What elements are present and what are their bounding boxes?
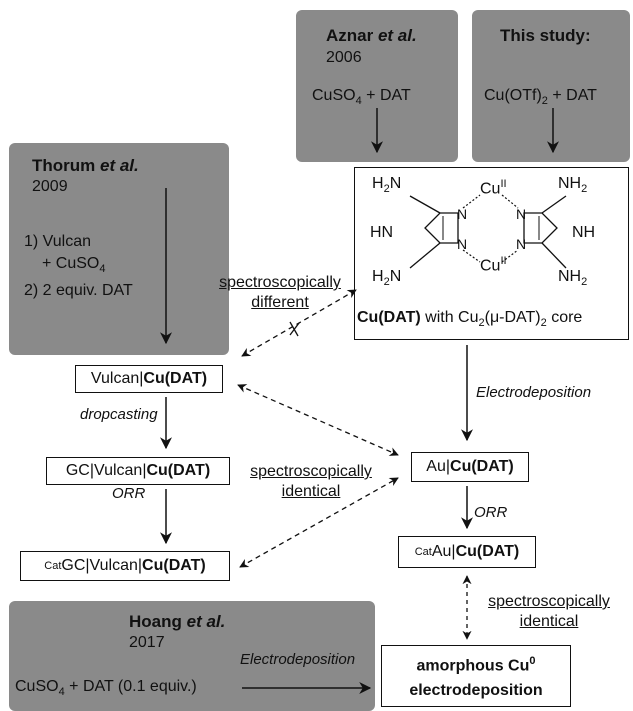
aznar-author: Aznar et al.	[326, 26, 417, 45]
label-electrodeposition-1: Electrodeposition	[476, 384, 592, 401]
nh-right: NH	[572, 224, 596, 241]
nh2-bottom-right: NH2	[558, 268, 588, 289]
n-label-1: N	[457, 206, 468, 222]
cu-top: CuII	[480, 178, 507, 198]
h2n-top-left: H2N	[372, 175, 402, 196]
hn-left: HN	[370, 224, 394, 241]
this-study-title: This study:	[500, 26, 591, 45]
dashed-arrow-catgc-au	[239, 477, 399, 568]
this-study-reagents: Cu(OTf)2 + DAT	[484, 87, 597, 108]
label-dropcasting: dropcasting	[80, 406, 158, 423]
thorum-step1b: + CuSO4	[42, 255, 106, 276]
cu-dat-complex-box	[354, 167, 629, 340]
node-gc-vulcan-cudat: GC|Vulcan|Cu(DAT)	[46, 457, 230, 485]
node-vulcan-cudat: Vulcan|Cu(DAT)	[75, 365, 223, 393]
aznar-reagents: CuSO4 + DAT	[312, 87, 411, 108]
label-orr-2: ORR	[474, 504, 508, 521]
relation-identical-2: spectroscopically identical	[488, 593, 610, 630]
label-orr-1: ORR	[112, 485, 146, 502]
nh2-top-right: NH2	[558, 175, 588, 196]
node-amorphous-cu0: amorphous Cu0 electrodeposition	[381, 645, 571, 707]
triazole-ring-left	[424, 212, 459, 244]
thorum-year: 2009	[32, 178, 68, 195]
complex-caption: Cu(DAT) with Cu2(μ-DAT)2 core	[357, 309, 583, 330]
thorum-step1: 1) Vulcan	[24, 233, 91, 250]
hoang-year: 2017	[129, 634, 165, 651]
cross-mark-b	[289, 322, 300, 336]
n-label-2: N	[457, 236, 468, 252]
h2n-bottom-left: H2N	[372, 268, 402, 289]
hoang-panel	[9, 601, 375, 711]
hoang-author: Hoang et al.	[129, 612, 226, 631]
thorum-author: Thorum et al.	[32, 156, 139, 175]
this-study-panel	[472, 10, 630, 162]
label-electrodeposition-2: Electrodeposition	[240, 651, 356, 668]
triazole-ring-right	[523, 212, 558, 244]
n-label-4: N	[516, 236, 527, 252]
thorum-step2: 2) 2 equiv. DAT	[24, 282, 133, 299]
node-au-cudat: Au|Cu(DAT)	[411, 452, 529, 482]
dashed-arrow-vulcan-au	[237, 384, 399, 456]
aznar-year: 2006	[326, 49, 362, 66]
thorum-panel	[9, 143, 229, 355]
n-label-3: N	[516, 206, 527, 222]
hoang-reagents: CuSO4 + DAT (0.1 equiv.)	[15, 678, 197, 699]
